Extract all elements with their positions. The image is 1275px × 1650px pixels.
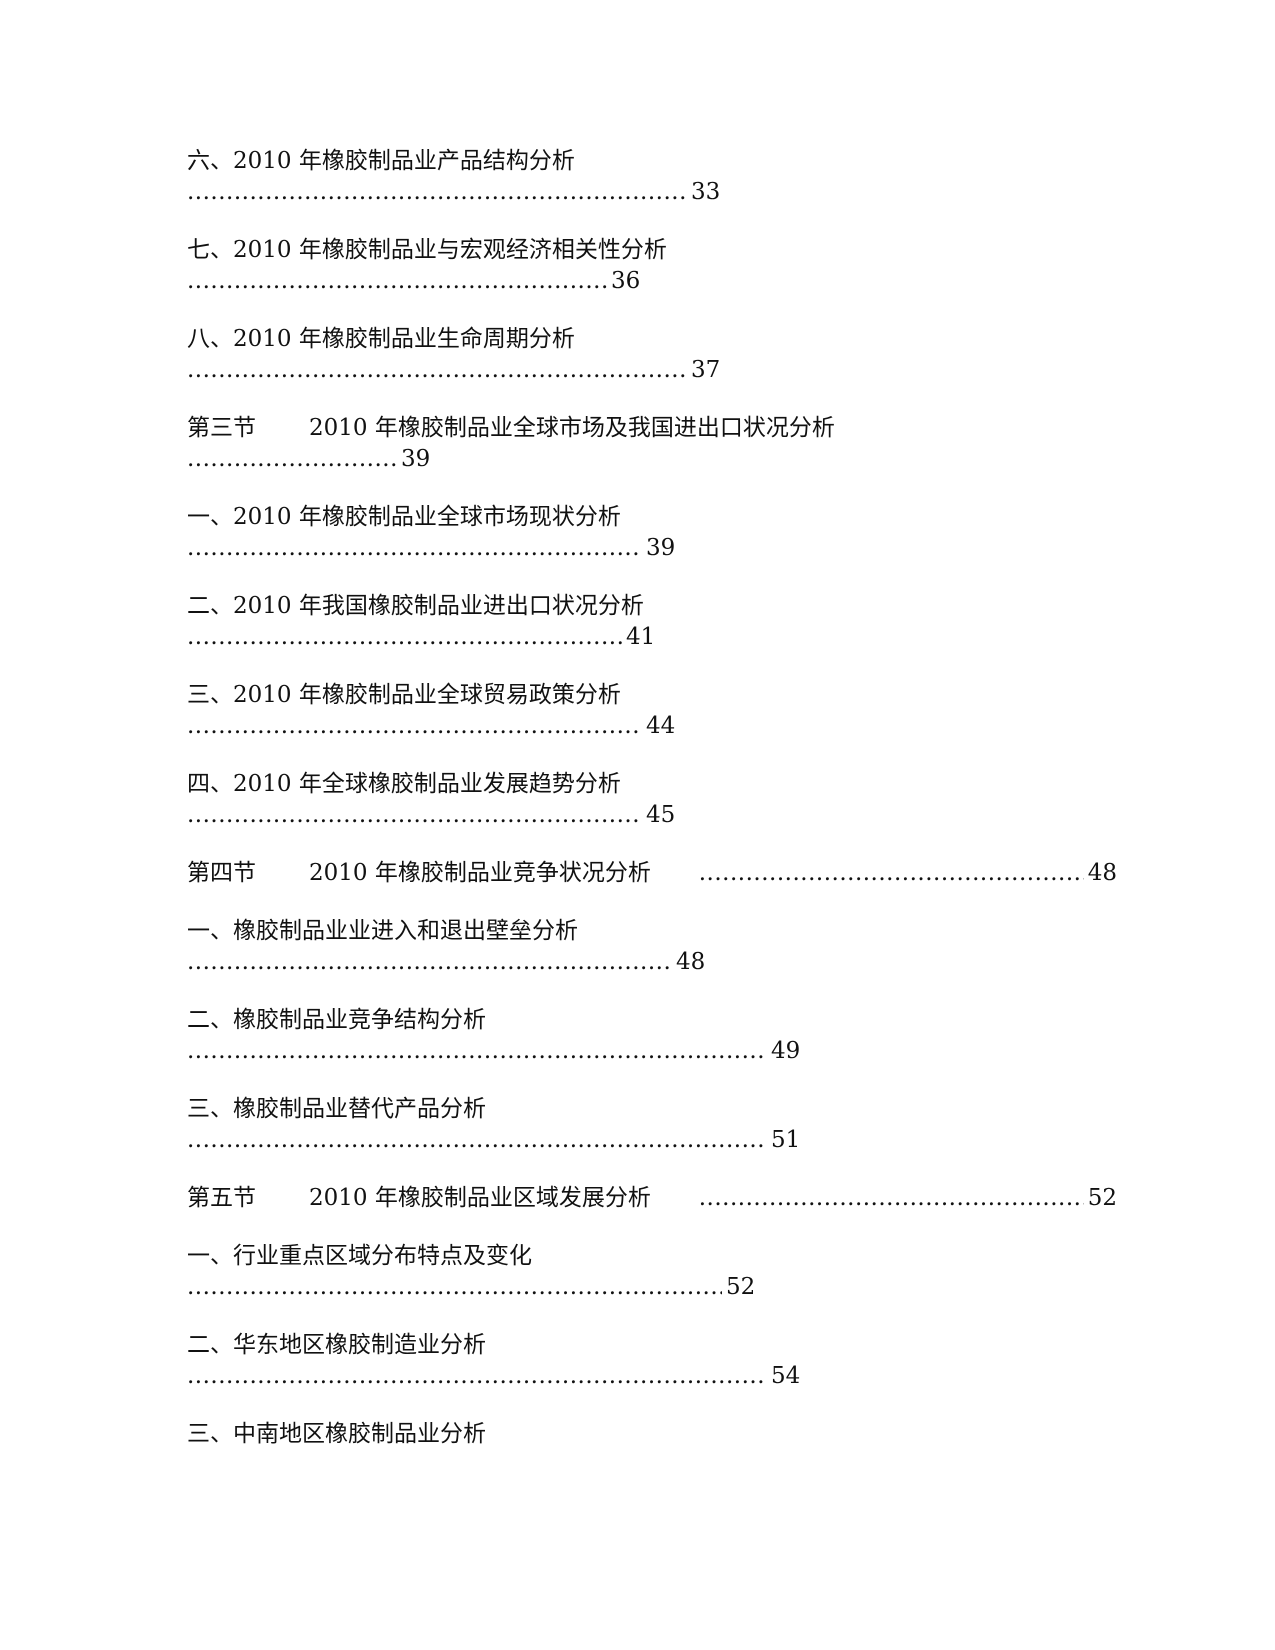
toc-page-number: 33 <box>691 179 721 205</box>
toc-entry[interactable]: 七、2010 年橡胶制品业与宏观经济相关性分析 ................… <box>187 235 1117 324</box>
toc-page-number: 39 <box>646 535 676 561</box>
toc-section-entry[interactable]: 第三节 2010 年橡胶制品业全球市场及我国进出口状况分析 ...........… <box>187 413 1117 502</box>
toc-entry[interactable]: 四、2010 年全球橡胶制品业发展趋势分析 ..................… <box>187 769 1117 858</box>
toc-page-number: 37 <box>691 357 721 383</box>
toc-page-number: 44 <box>646 713 676 739</box>
toc-entry-title: 二、华东地区橡胶制造业分析 <box>187 1332 486 1358</box>
toc-entry-title: 一、行业重点区域分布特点及变化 <box>187 1243 532 1269</box>
toc-leader-dots: ........................................… <box>187 1127 767 1153</box>
toc-leader-dots: ........................................… <box>187 535 642 561</box>
toc-leader-line: ........................................… <box>699 858 1117 889</box>
toc-leader-dots: ........................................… <box>187 268 607 294</box>
toc-entry-title: 一、橡胶制品业业进入和退出壁垒分析 <box>187 918 578 944</box>
toc-leader-line: ........................................… <box>187 1036 1117 1067</box>
toc-leader-dots: ........................................… <box>187 1274 722 1300</box>
toc-leader-dots: ........................................… <box>698 1185 1084 1211</box>
toc-entry[interactable]: 一、行业重点区域分布特点及变化 ........................… <box>187 1241 1117 1330</box>
toc-leader-dots: ........................................… <box>187 179 687 205</box>
toc-leader-line: ........................................… <box>187 711 1117 742</box>
toc-entry[interactable]: 二、2010 年我国橡胶制品业进出口状况分析 .................… <box>187 591 1117 680</box>
toc-entry-title: 四、2010 年全球橡胶制品业发展趋势分析 <box>187 771 621 797</box>
toc-section-entry[interactable]: 第五节 2010 年橡胶制品业区域发展分析 ...................… <box>187 1183 1117 1241</box>
toc-entry-title: 八、2010 年橡胶制品业生命周期分析 <box>187 326 575 352</box>
toc-leader-line: ........................................… <box>187 947 1117 978</box>
toc-section-entry[interactable]: 第四节 2010 年橡胶制品业竞争状况分析 ...................… <box>187 858 1117 916</box>
toc-entry-title: 2010 年橡胶制品业竞争状况分析 <box>309 860 651 886</box>
toc-section-label: 第三节 <box>187 415 256 441</box>
toc-entry[interactable]: 三、中南地区橡胶制品业分析 <box>187 1419 1117 1477</box>
toc-page-number: 54 <box>771 1363 801 1389</box>
toc-leader-line: ........................................… <box>699 1183 1117 1214</box>
toc-leader-dots: ........................................… <box>187 802 642 828</box>
toc-leader-dots: ........................................… <box>187 1038 767 1064</box>
toc-entry[interactable]: 八、2010 年橡胶制品业生命周期分析 ....................… <box>187 324 1117 413</box>
toc-page-number: 52 <box>726 1274 756 1300</box>
toc-leader-line: ........................................… <box>187 1125 1117 1156</box>
toc-leader-dots: ........................................… <box>187 713 642 739</box>
toc-leader-line: ........................................… <box>187 266 1117 297</box>
toc-leader-dots: ........................................… <box>187 446 397 472</box>
toc-page-number: 52 <box>1087 1185 1117 1211</box>
toc-leader-dots: ........................................… <box>187 624 622 650</box>
toc-leader-dots: ........................................… <box>187 949 672 975</box>
toc-entry-title: 一、2010 年橡胶制品业全球市场现状分析 <box>187 504 621 530</box>
toc-entry[interactable]: 三、橡胶制品业替代产品分析 ..........................… <box>187 1094 1117 1183</box>
toc-leader-line: ........................................… <box>187 355 1117 386</box>
toc-entry-title: 六、2010 年橡胶制品业产品结构分析 <box>187 148 575 174</box>
toc-leader-dots: ........................................… <box>187 1363 767 1389</box>
toc-page-number: 41 <box>626 624 656 650</box>
toc-entry[interactable]: 二、华东地区橡胶制造业分析 ..........................… <box>187 1330 1117 1419</box>
toc-leader-line: ........................................… <box>187 800 1117 831</box>
toc-entry-title: 三、橡胶制品业替代产品分析 <box>187 1096 486 1122</box>
toc-entry-title: 二、2010 年我国橡胶制品业进出口状况分析 <box>187 593 644 619</box>
toc-page-number: 48 <box>676 949 706 975</box>
toc-leader-dots: ........................................… <box>698 860 1084 886</box>
toc-entry-title: 二、橡胶制品业竞争结构分析 <box>187 1007 486 1033</box>
toc-entry-title: 七、2010 年橡胶制品业与宏观经济相关性分析 <box>187 237 667 263</box>
toc-page-number: 49 <box>771 1038 801 1064</box>
toc-leader-line: ........................................… <box>187 1361 1117 1392</box>
toc-section-label: 第五节 <box>187 1185 256 1211</box>
toc-section-title-line: 第四节 2010 年橡胶制品业竞争状况分析 <box>187 858 1117 889</box>
toc-page-number: 45 <box>646 802 676 828</box>
toc-leader-line: ........................................… <box>187 622 1117 653</box>
toc-entry[interactable]: 六、2010 年橡胶制品业产品结构分析 ....................… <box>187 146 1117 235</box>
toc-page-number: 48 <box>1087 860 1117 886</box>
toc-leader-dots: ........................................… <box>187 357 687 383</box>
toc-leader-line: ........................................… <box>187 1272 1117 1303</box>
toc-page-number: 39 <box>401 446 431 472</box>
toc-leader-line: ........................................… <box>187 533 1117 564</box>
toc-entry-title: 2010 年橡胶制品业区域发展分析 <box>309 1185 651 1211</box>
toc-entry[interactable]: 二、橡胶制品业竞争结构分析 ..........................… <box>187 1005 1117 1094</box>
table-of-contents: 六、2010 年橡胶制品业产品结构分析 ....................… <box>187 146 1117 1477</box>
toc-section-label: 第四节 <box>187 860 256 886</box>
toc-leader-line: ........................................… <box>187 177 1117 208</box>
toc-page-number: 36 <box>611 268 641 294</box>
toc-section-title-line: 第五节 2010 年橡胶制品业区域发展分析 <box>187 1183 1117 1214</box>
toc-entry-title: 三、2010 年橡胶制品业全球贸易政策分析 <box>187 682 621 708</box>
toc-entry-title: 三、中南地区橡胶制品业分析 <box>187 1421 486 1447</box>
toc-page-number: 51 <box>771 1127 801 1153</box>
toc-section-title-line: 第三节 2010 年橡胶制品业全球市场及我国进出口状况分析 <box>187 413 1117 444</box>
toc-entry[interactable]: 一、橡胶制品业业进入和退出壁垒分析 ......................… <box>187 916 1117 1005</box>
toc-entry[interactable]: 三、2010 年橡胶制品业全球贸易政策分析 ..................… <box>187 680 1117 769</box>
toc-entry-title: 2010 年橡胶制品业全球市场及我国进出口状况分析 <box>309 415 835 441</box>
toc-leader-line: ........................................… <box>187 444 1117 475</box>
toc-entry[interactable]: 一、2010 年橡胶制品业全球市场现状分析 ..................… <box>187 502 1117 591</box>
